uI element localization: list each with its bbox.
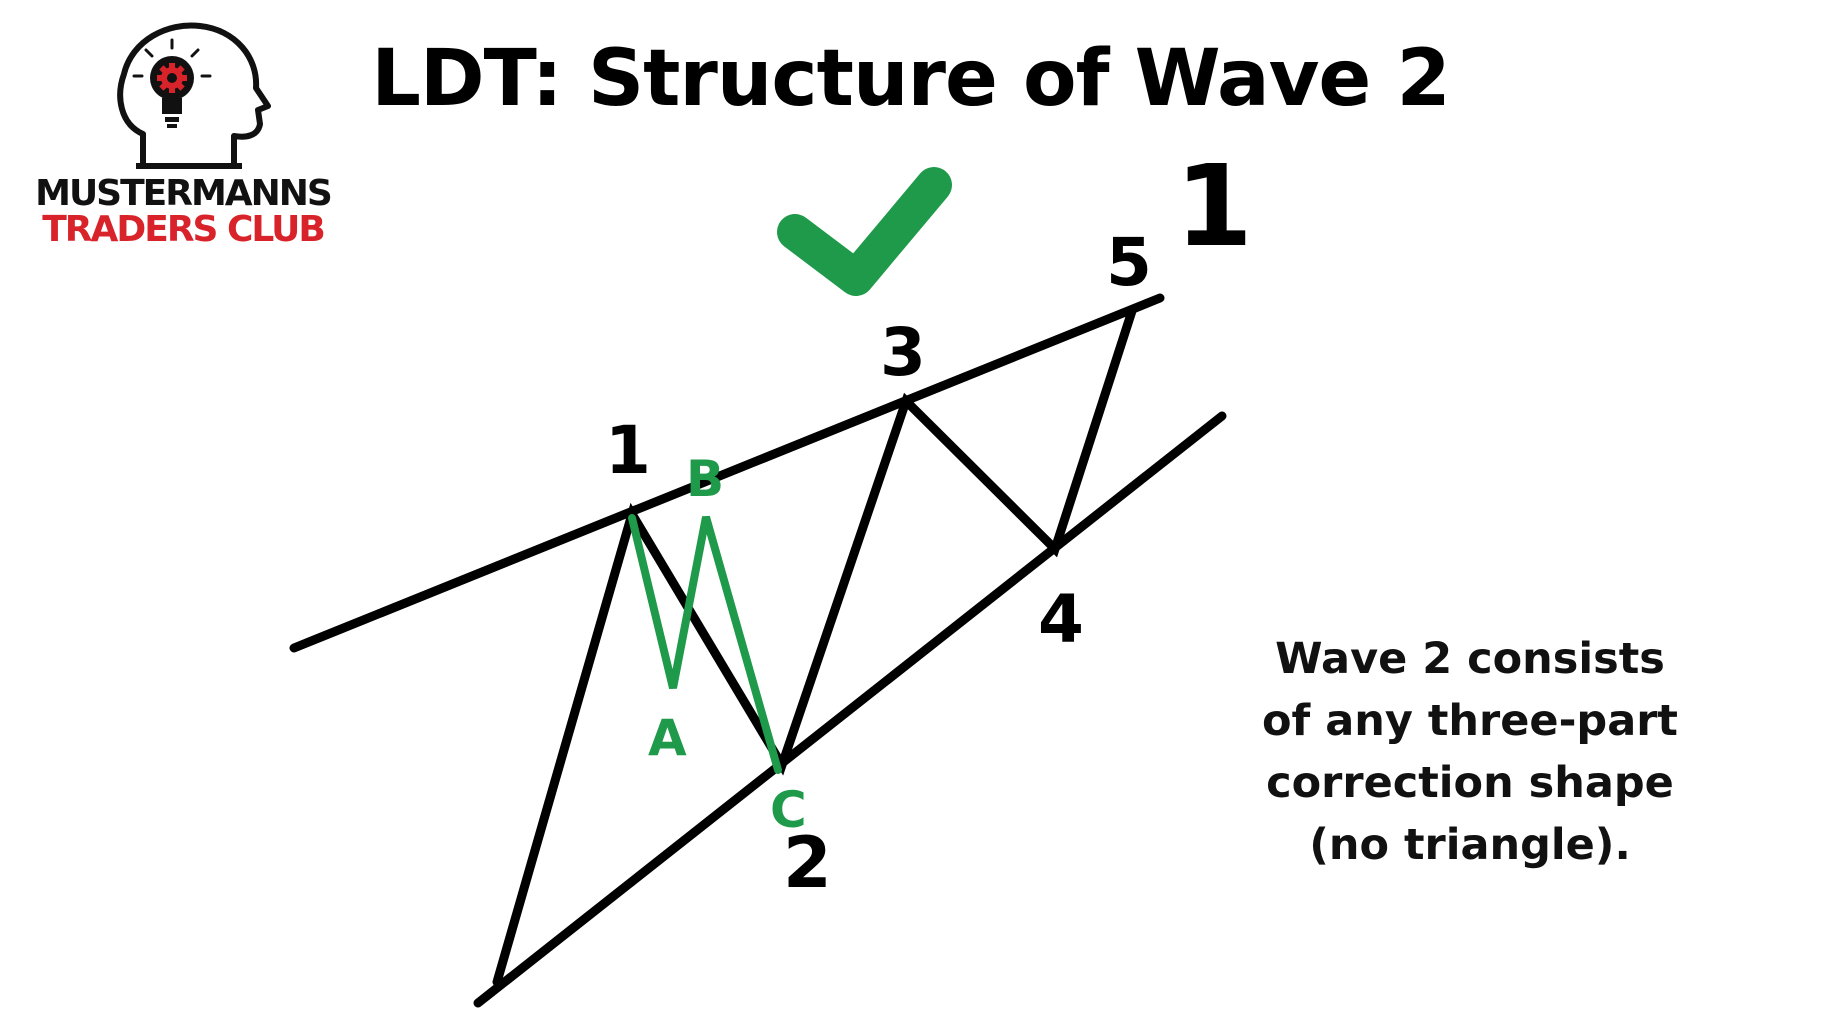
description-text: Wave 2 consists of any three-part correc… [1230,628,1710,876]
head-lightbulb-gear-icon [117,22,271,169]
wave-label-5: 5 [1106,224,1152,301]
lower-trendline [473,411,1227,1008]
wave-label-2: 2 [783,822,832,904]
upper-trendline [289,293,1165,653]
logo: MUSTERMANNS TRADERS CLUB [28,14,338,254]
logo-text-line2: TRADERS CLUB [42,209,326,250]
description-line: Wave 2 consists [1275,634,1665,684]
description-line: of any three-part [1262,696,1678,746]
checkmark-icon [777,167,952,296]
wave-label-4: 4 [1038,581,1084,658]
description-line: correction shape [1266,758,1674,808]
logo-text-line1: MUSTERMANNS [35,173,333,214]
correction-abc-path [628,514,782,774]
description-line: (no triangle). [1309,820,1631,870]
wave-label-1: 1 [605,412,651,489]
impulse-wave-path [492,306,1137,987]
correction-label-c: C [770,781,807,839]
page-title: LDT: Structure of Wave 2 [371,34,1451,124]
wave-label-3: 3 [880,314,926,391]
correction-label-b: B [686,450,724,508]
degree-label: 1 [1175,142,1253,272]
correction-label-a: A [648,709,687,767]
